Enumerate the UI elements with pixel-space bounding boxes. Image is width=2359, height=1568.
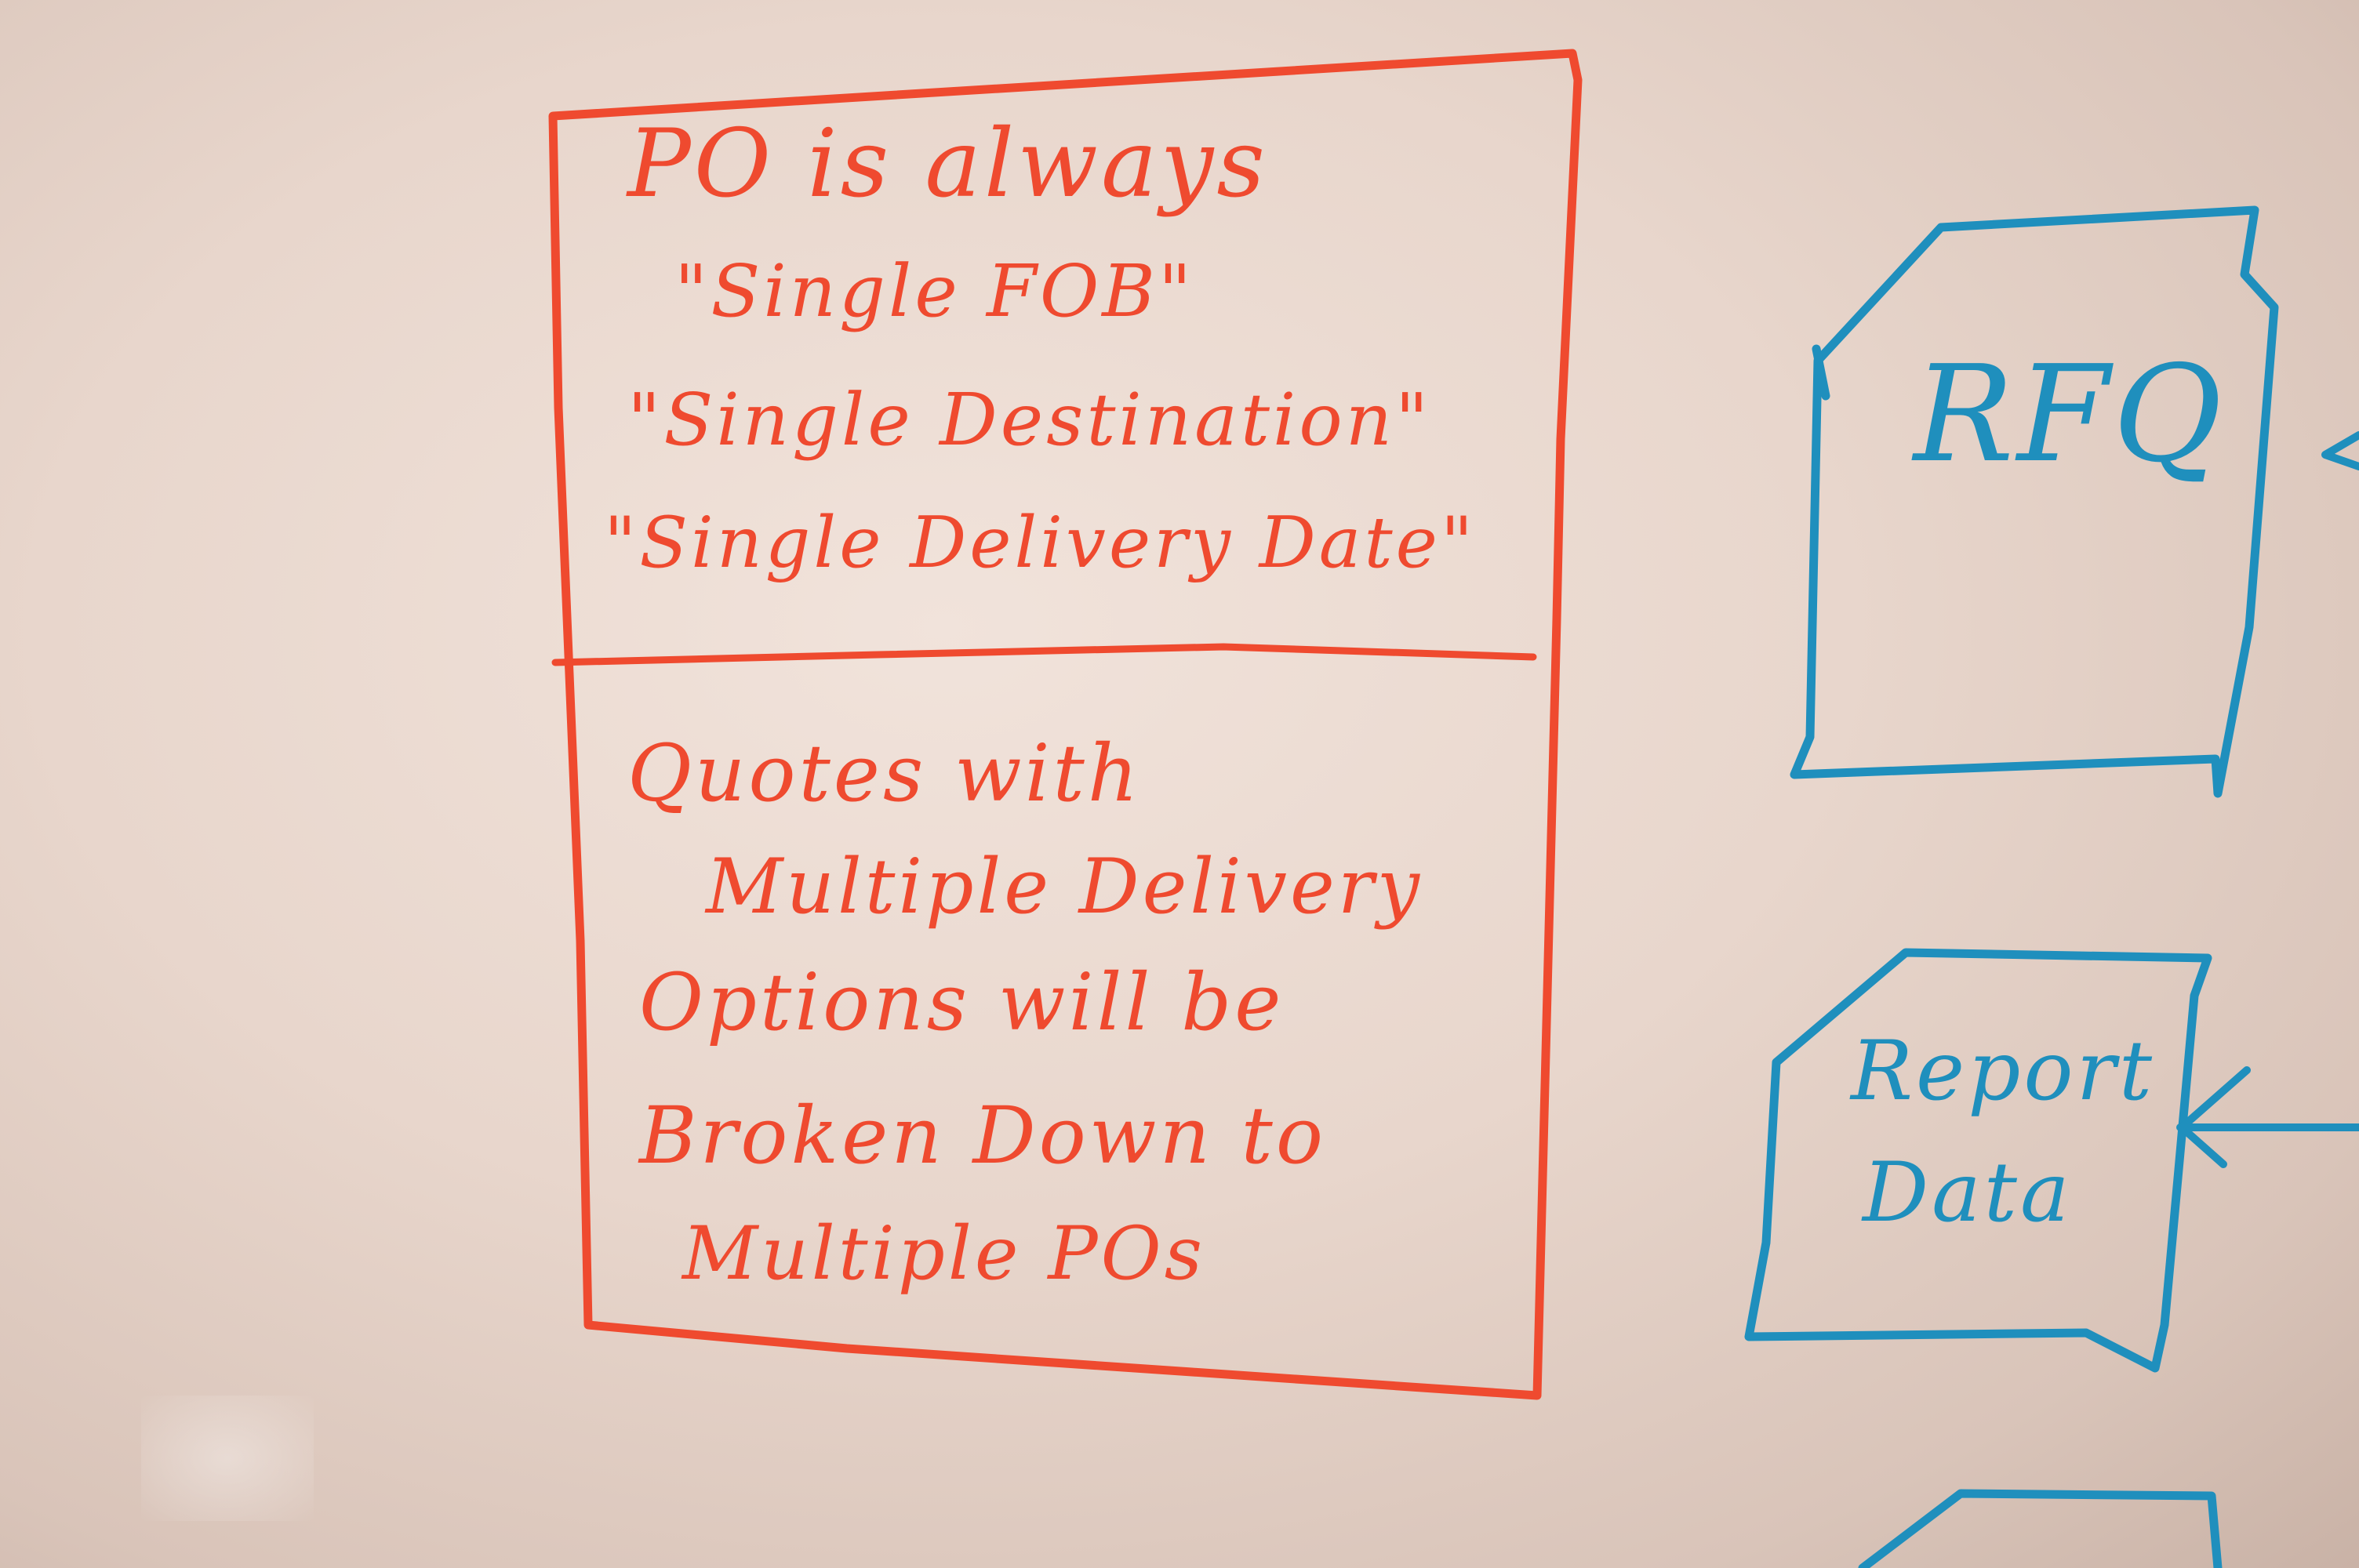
light-glare — [141, 1396, 314, 1521]
single-fob-text: "Single FOB" — [674, 249, 1195, 333]
quotes-with-text: Quotes with — [627, 728, 1142, 819]
report-data-document-shape — [1744, 948, 2212, 1373]
red-divider-line — [551, 643, 1537, 666]
rfq-document-shape — [1790, 205, 2279, 798]
partial-document-shape — [1858, 1489, 2223, 1568]
options-will-be-text: Options will be — [639, 956, 1285, 1048]
data-label: Data — [1863, 1145, 2073, 1240]
broken-down-to-text: Broken Down to — [639, 1090, 1327, 1181]
report-label: Report — [1851, 1023, 2156, 1119]
rfq-edge-tick — [1812, 344, 1830, 401]
rfq-arrow-head — [2321, 431, 2359, 470]
multiple-pos-text: Multiple POs — [682, 1211, 1205, 1297]
single-delivery-date-text: "Single Delivery Date" — [604, 502, 1477, 584]
multiple-delivery-text: Multiple Delivery — [706, 843, 1423, 931]
red-box-outline — [548, 49, 1583, 1400]
rfq-label: RFQ — [1914, 337, 2226, 492]
po-always-text: PO is always — [627, 110, 1268, 219]
single-destination-text: "Single Destination" — [627, 378, 1432, 462]
report-data-arrow — [2176, 1066, 2359, 1168]
